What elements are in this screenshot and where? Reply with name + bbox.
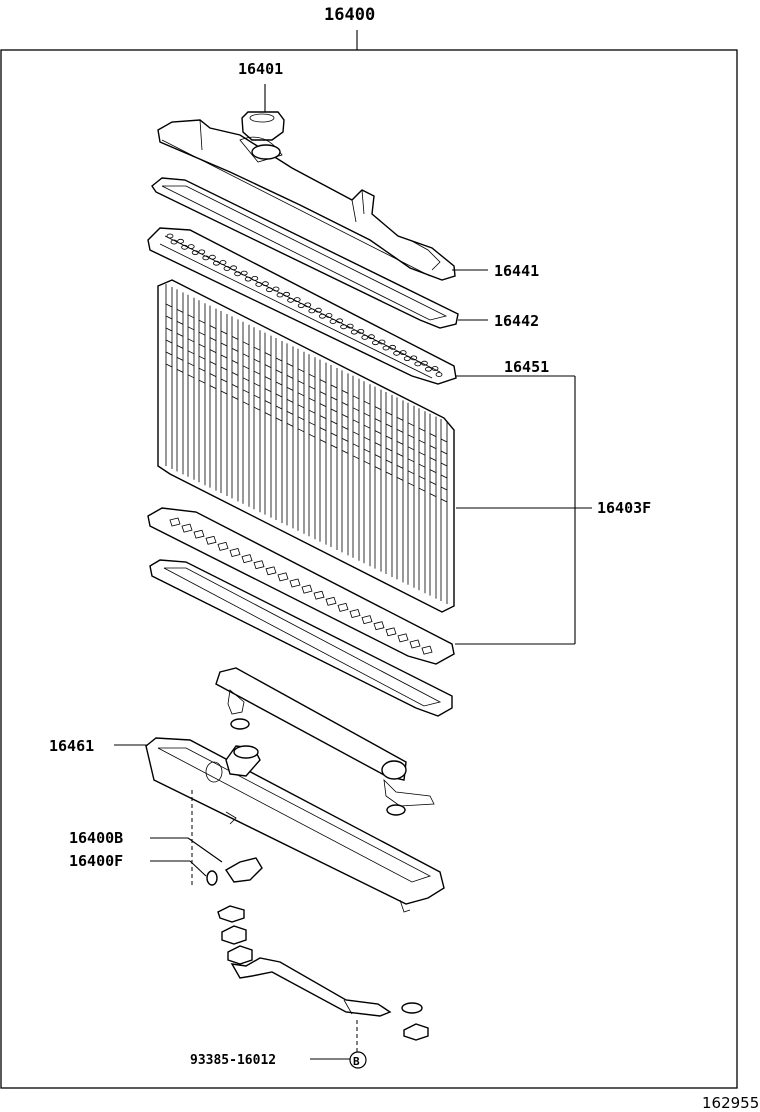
lower-gasket-icon <box>149 559 453 717</box>
leader-drain-cock-bend <box>187 837 223 863</box>
upper-plate-icon <box>147 227 457 385</box>
label-assembly: 16400 <box>324 5 375 25</box>
drain-cock-icon <box>225 857 263 883</box>
bracket-icon <box>230 957 392 1017</box>
nut-icon <box>217 905 253 965</box>
diagram-frame <box>0 49 738 1089</box>
label-bolt: 93385-16012 <box>190 1053 276 1068</box>
label-upper-tank-gasket: 16441 <box>494 262 539 280</box>
washer-icon <box>230 718 406 816</box>
label-drain-cock: 16400B <box>69 829 123 847</box>
label-bolt-marker: B <box>353 1055 360 1068</box>
label-tank-gasket: 16442 <box>494 312 539 330</box>
label-upper-plate: 16451 <box>504 358 549 376</box>
label-figure-id: 162955 <box>702 1094 759 1112</box>
radiator-core-icon <box>157 279 455 613</box>
lower-tank-icon <box>145 737 445 913</box>
washer-nut-icon <box>401 1002 429 1041</box>
label-cap: 16401 <box>238 60 283 78</box>
radiator-cap-icon <box>241 111 285 141</box>
tank-gasket-icon <box>151 177 459 329</box>
upper-tank-icon <box>157 119 456 281</box>
label-lower-tank: 16461 <box>49 737 94 755</box>
label-drain-plug-seal: 16400F <box>69 852 123 870</box>
bolt-marker-circle <box>349 1051 367 1069</box>
leader-drain-plug-seal-bend <box>189 860 207 877</box>
oil-cooler-icon <box>215 667 435 807</box>
lower-plate-icon <box>147 507 455 665</box>
label-core: 16403F <box>597 499 651 517</box>
seal-ring-icon <box>206 870 218 886</box>
